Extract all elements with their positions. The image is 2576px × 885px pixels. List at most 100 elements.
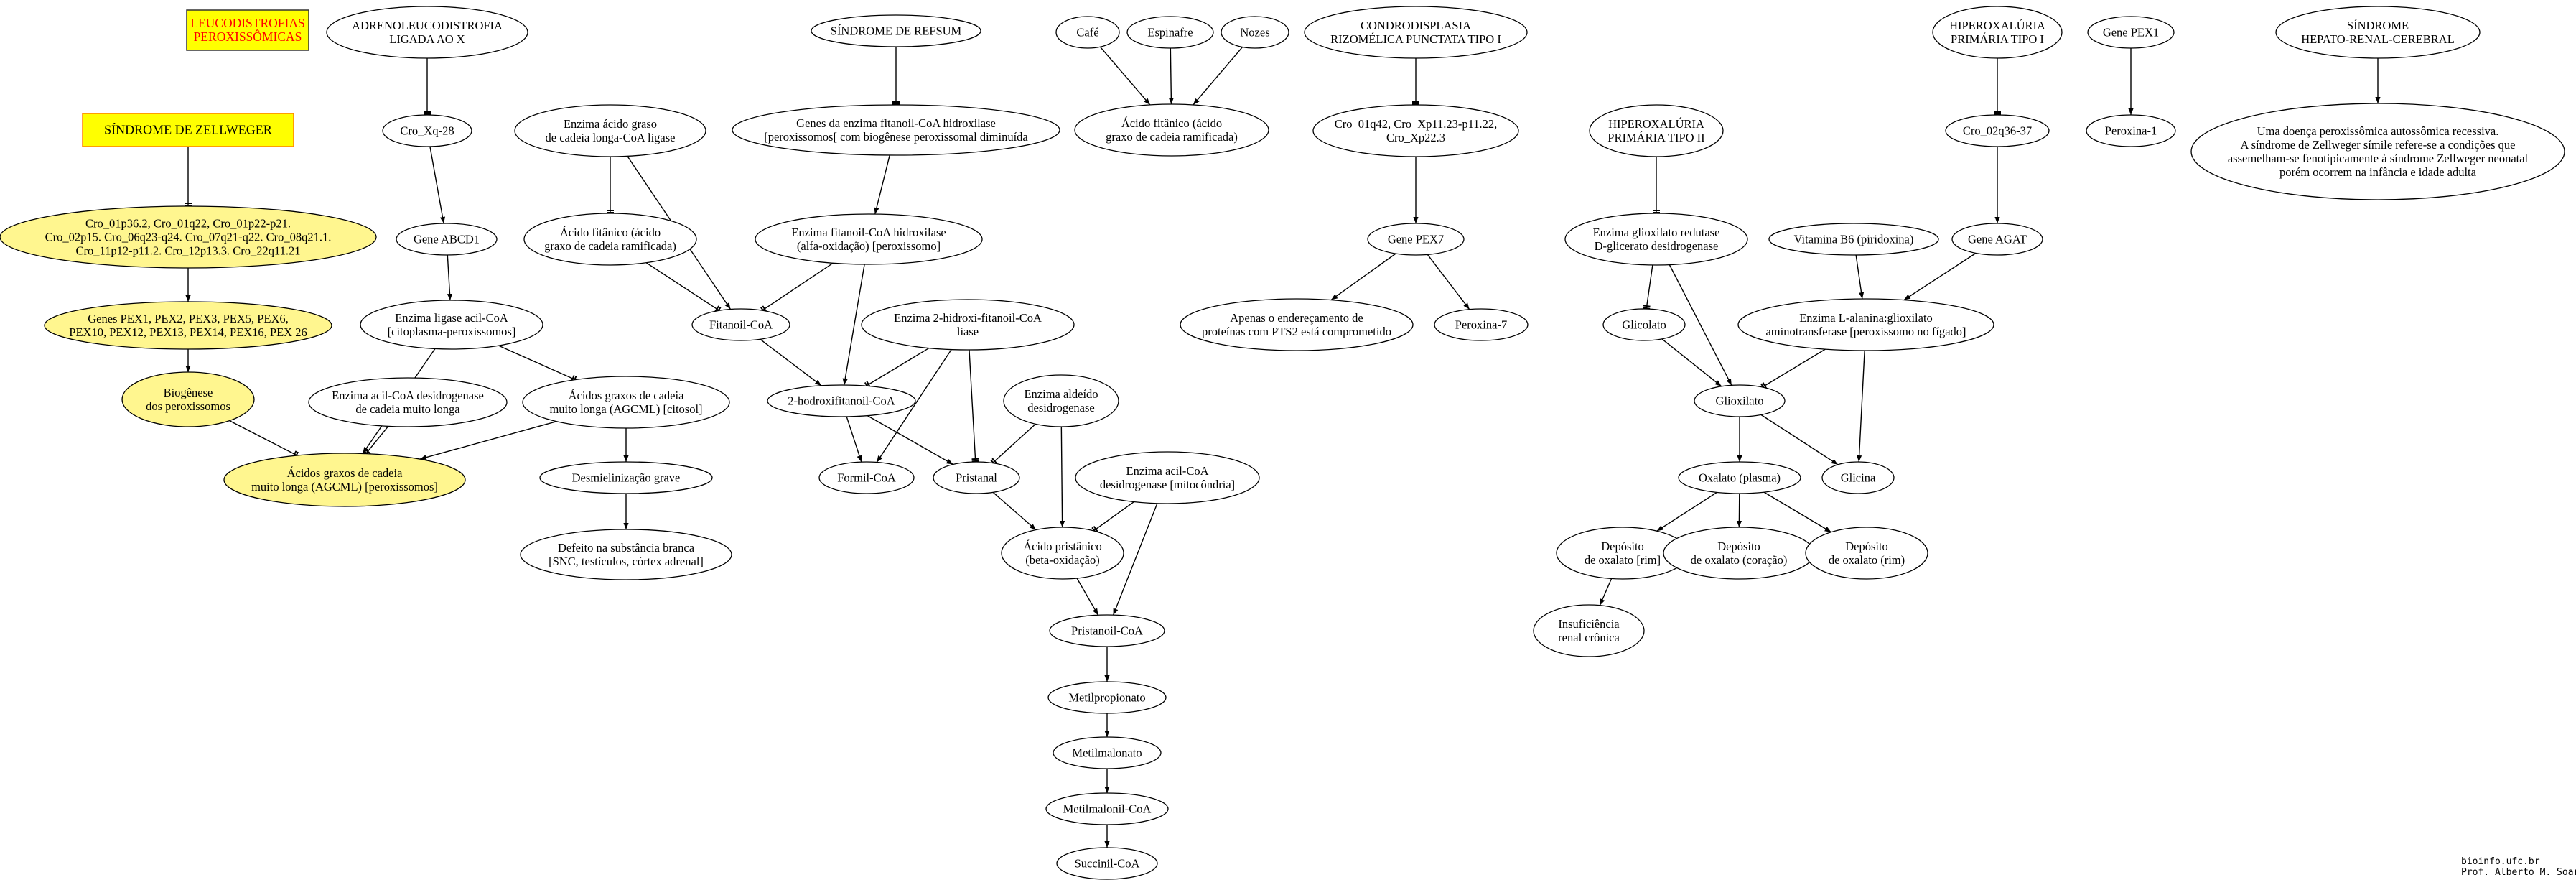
edge-glicolato-to-glioxilato: [1661, 338, 1722, 387]
node-label-line: Depósito: [1845, 539, 1888, 553]
node-label-line: Cro_01p36.2, Cro_01q22, Cro_01p22-p21.: [85, 217, 291, 231]
node-label-line: Fitanoil-CoA: [709, 318, 773, 332]
node-label-line: Metilpropionato: [1068, 691, 1145, 705]
node-label-line: desidrogenase [mitocôndria]: [1100, 478, 1235, 491]
node-vit-b6: Vitamina B6 (piridoxina): [1768, 223, 1939, 256]
node-label-line: Cro_11p12-p11.2. Cro_12p13.3. Cro_22q11.…: [75, 244, 300, 258]
node-shape: [1049, 614, 1165, 647]
node-shape: [691, 308, 790, 341]
node-gene-agat: Gene AGAT: [1951, 223, 2043, 256]
node-shape: [0, 205, 377, 269]
node-defeito: Defeito na substância branca[SNC, testíc…: [520, 529, 732, 580]
node-metilmalonil: Metilmalonil-CoA: [1045, 792, 1169, 825]
node-label-line: Cro_01q42, Cro_Xp11.23-p11.22,: [1335, 117, 1498, 131]
node-shape: [1221, 16, 1289, 49]
node-label-line: Peroxina-1: [2105, 124, 2157, 138]
edge-enz_alanina-to-glioxilato: [1760, 348, 1826, 391]
node-shape: [1932, 6, 2063, 59]
node-label-line: Espinafre: [1147, 26, 1193, 40]
edge-enz_2hidroxi-to-formil: [876, 349, 952, 463]
node-pristanoil: Pristanoil-CoA: [1049, 614, 1165, 647]
node-label-line: Oxalato (plasma): [1699, 471, 1781, 485]
node-label-line: SÍNDROME DE ZELLWEGER: [104, 122, 272, 137]
node-label-line: SÍNDROME: [2347, 19, 2409, 32]
node-label-line: renal crônica: [1558, 631, 1620, 644]
node-shape: [755, 213, 983, 265]
node-cafe: Café: [1055, 16, 1120, 49]
node-shape: [223, 453, 466, 507]
node-label-line: Depósito: [1717, 539, 1760, 553]
edge-enz_glioxilato_red-to-glioxilato: [1669, 264, 1732, 386]
node-label-line: Glicina: [1841, 471, 1876, 485]
credit-author: Prof. Alberto M. Soares: [2461, 867, 2576, 878]
node-metilmalonato: Metilmalonato: [1053, 736, 1162, 769]
node-shape: [1434, 308, 1529, 341]
node-formil: Formil-CoA: [818, 461, 915, 494]
node-gene-pex1: Gene PEX1: [2087, 16, 2175, 49]
node-label-line: liase: [957, 325, 979, 338]
node-succinil: Succinil-CoA: [1056, 847, 1158, 880]
node-label-line: D-glicerato desidrogenase: [1595, 239, 1719, 253]
node-label-line: Cro_02q36-37: [1963, 124, 2032, 138]
edge-enz_fitanoil_hidrox-to-fitanoil: [760, 262, 834, 314]
node-label-line: PRIMÁRIA TIPO II: [1607, 131, 1704, 144]
node-shape: [1367, 223, 1465, 256]
edge-nozes-to-ac_fitanico2: [1193, 46, 1243, 106]
node-desmielin: Desmielinização grave: [539, 461, 713, 494]
node-shape: [1694, 384, 1786, 417]
edge-enz_glioxilato_red-to-glicolato: [1643, 264, 1653, 310]
edge-enz_acil_desid-to-agcml_perox: [363, 425, 389, 456]
node-label-line: PEROXISSÔMICAS: [194, 29, 302, 44]
node-label-line: Enzima acil-CoA desidrogenase: [332, 389, 484, 402]
node-label-line: Metilmalonato: [1072, 746, 1142, 760]
node-shape: [2190, 103, 2565, 200]
node-label-line: HEPATO-RENAL-CEREBRAL: [2301, 32, 2455, 46]
node-shape: [818, 461, 915, 494]
node-shape: [121, 371, 255, 427]
edge-espinafre-to-ac_fitanico2: [1168, 47, 1174, 105]
node-shape: [382, 114, 472, 147]
node-shape: [1533, 604, 1645, 657]
node-shape: [44, 301, 332, 350]
node-fitanoil: Fitanoil-CoA: [691, 308, 790, 341]
node-hidroxifitanoil: 2-hodroxifitanoil-CoA: [767, 384, 916, 417]
node-label-line: de oxalato (coração): [1691, 553, 1788, 567]
node-label-line: Enzima ácido graso: [564, 117, 657, 131]
node-shape: [1951, 223, 2043, 256]
node-shape: [1564, 213, 1748, 266]
node-glicina: Glicina: [1821, 461, 1895, 494]
edge-enz_aldeido-to-pristanal: [990, 423, 1036, 466]
node-cro-xq28: Cro_Xq-28: [382, 114, 472, 147]
node-label-line: 2-hodroxifitanoil-CoA: [788, 394, 895, 408]
node-label-line: Nozes: [1240, 26, 1269, 40]
node-label-line: Enzima 2-hidroxi-fitanoil-CoA: [894, 311, 1042, 325]
node-label-line: Enzima L-alanina:glioxilato: [1799, 311, 1933, 325]
node-cro-02q: Cro_02q36-37: [1945, 114, 2050, 147]
node-refsum: SÍNDROME DE REFSUM: [811, 14, 981, 47]
node-label-line: Enzima fitanoil-CoA hidroxilase: [791, 226, 946, 239]
node-label-line: graxo de cadeia ramificada): [544, 239, 676, 253]
node-label-line: PRIMÁRIA TIPO I: [1951, 32, 2044, 46]
node-shape: [1047, 681, 1167, 714]
node-label-line: Depósito: [1601, 539, 1644, 553]
node-shape: [1805, 527, 1928, 580]
node-cro-condro: Cro_01q42, Cro_Xp11.23-p11.22,Cro_Xp22.3: [1312, 104, 1519, 157]
node-label-line: de cadeia muito longa: [355, 402, 460, 416]
node-label-line: Enzima glioxilato redutase: [1593, 226, 1720, 239]
edge-enz_2hidroxi-to-hidroxifitanoil: [864, 347, 930, 389]
node-label-line: Gene AGAT: [1968, 233, 2027, 246]
node-label-line: desidrogenase: [1027, 401, 1094, 414]
node-label-line: SÍNDROME DE REFSUM: [831, 24, 962, 38]
node-label-line: A síndrome de Zellweger símile refere-se…: [2240, 138, 2515, 152]
node-label-line: Desmielinização grave: [572, 471, 681, 485]
node-shape: [1045, 792, 1169, 825]
